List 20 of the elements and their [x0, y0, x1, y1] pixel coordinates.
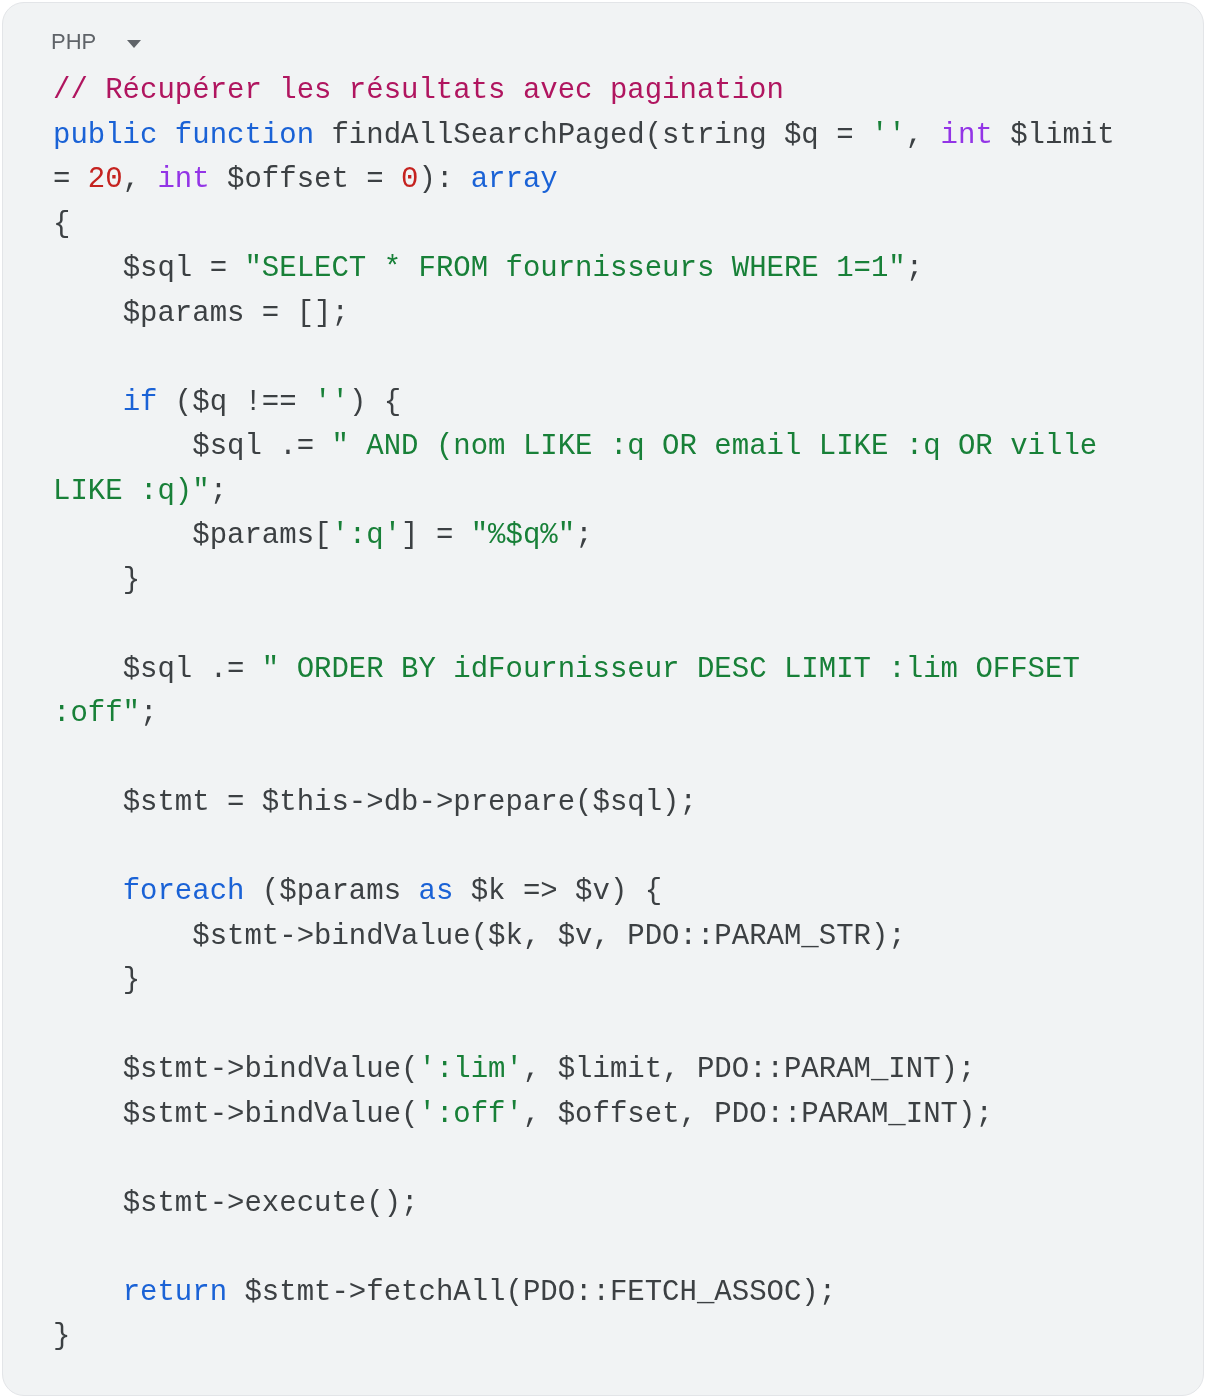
code-line: $stmt = $this->db->prepare($sql);	[121, 785, 698, 821]
code-line: if ($q !== '') {	[121, 384, 403, 421]
code-line: $stmt->execute();	[121, 1185, 420, 1222]
language-label: PHP	[51, 29, 97, 55]
code-line: return $stmt->fetchAll(PDO::FETCH_ASSOC);	[121, 1274, 838, 1311]
code-line: $params = [];	[121, 295, 350, 332]
code-line: $sql = "SELECT * FROM fournisseurs WHERE 1=1";	[121, 251, 925, 287]
code-line: $stmt->bindValue(':lim', $limit, PDO::PARAM_INT);	[121, 1052, 977, 1088]
code-line: }	[53, 1319, 72, 1355]
code-line: {	[53, 206, 72, 243]
code-line: $stmt->bindValue(':off', $offset, PDO::PARAM_INT);	[121, 1096, 994, 1133]
code-line: $sql .= " ORDER BY idFournisseur DESC LIMIT :lim OFFSET :off";	[53, 651, 1081, 732]
code-line: $params[':q'] = "%$q%";	[191, 518, 594, 554]
code-line: $sql .= " AND (nom LIKE :q OR email LIKE :q OR ville LIKE :q)";	[53, 429, 1099, 510]
code-line: foreach ($params as $k => $v) {	[121, 874, 664, 910]
code-line: // Récupérer les résultats avec pagination	[53, 73, 785, 109]
code-line: public function findAllSearchPaged(string $q = '', int $limit = 20, int $offset = 0): array	[53, 117, 1116, 198]
code-line: }	[121, 562, 142, 599]
code-line: }	[121, 963, 142, 999]
code-line: $stmt->bindValue($k, $v, PDO::PARAM_STR);	[191, 918, 907, 955]
